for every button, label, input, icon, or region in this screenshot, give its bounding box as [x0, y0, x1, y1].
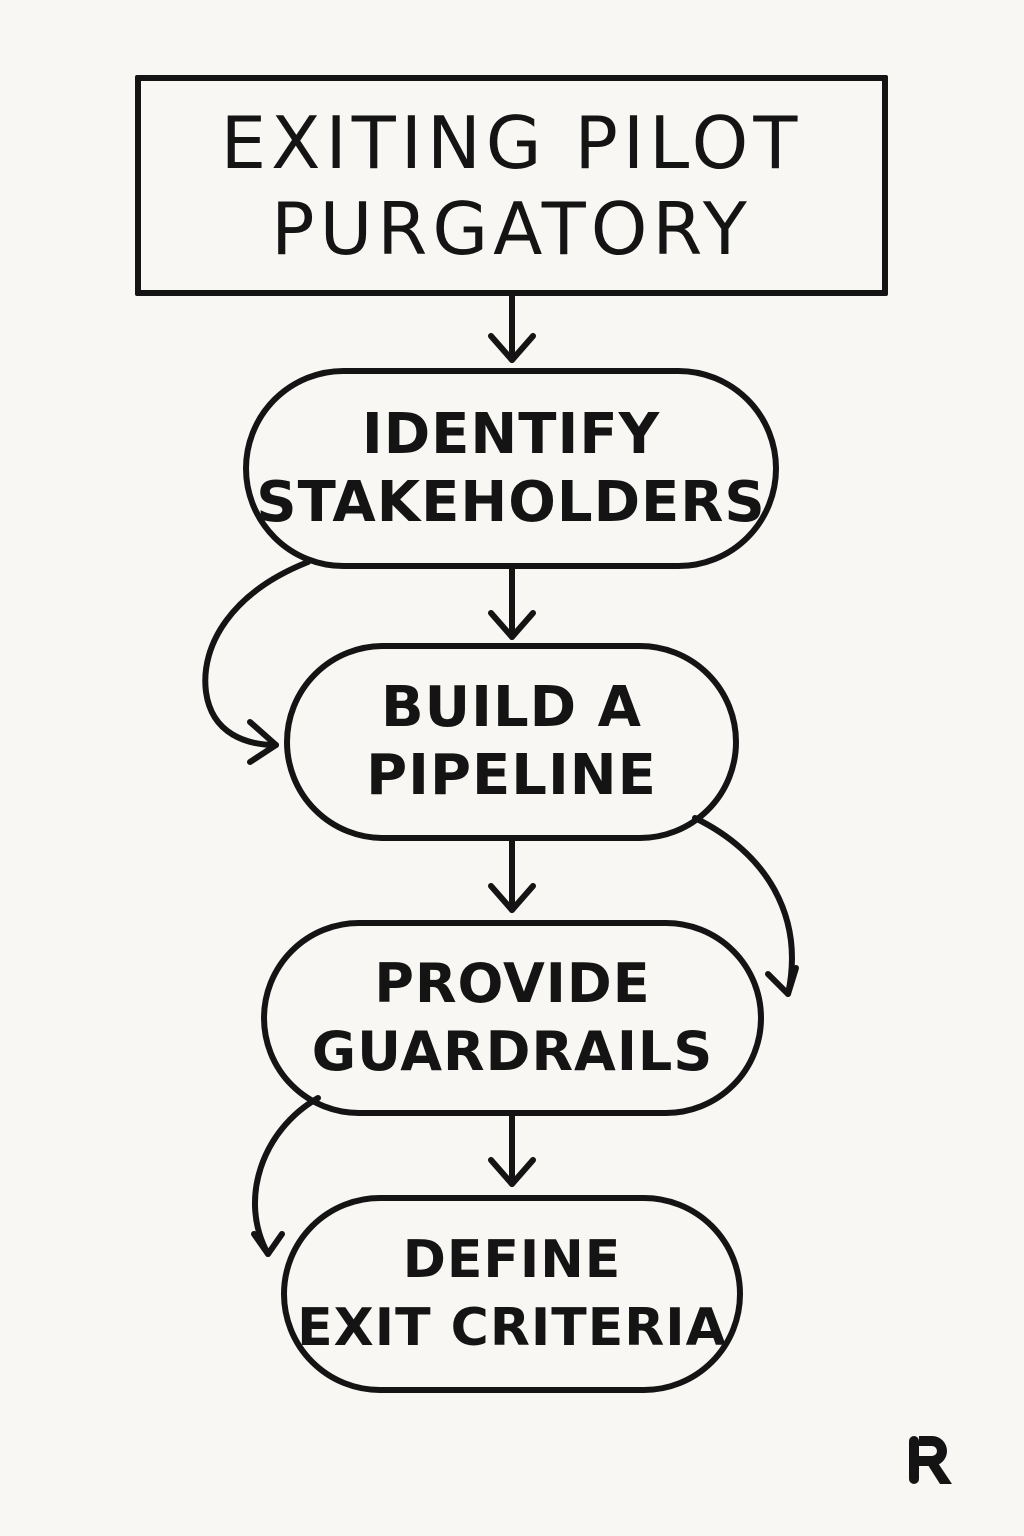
step-identify-stakeholders: IDENTIFY STAKEHOLDERS — [243, 368, 779, 569]
arrow-step-2-to-step-3 — [488, 838, 536, 913]
step-4-line-2: EXIT CRITERIA — [297, 1298, 727, 1358]
title-line-2: PURGATORY — [271, 186, 752, 271]
brand-logo-icon — [909, 1436, 952, 1484]
curved-arrow-step-3-to-step-4 — [251, 1095, 321, 1257]
arrow-title-to-step-1 — [488, 293, 536, 363]
curved-arrow-step-1-to-step-2 — [202, 559, 311, 765]
step-build-pipeline: BUILD A PIPELINE — [284, 643, 739, 841]
curved-arrow-step-2-to-step-3 — [692, 815, 799, 997]
step-3-line-1: PROVIDE — [374, 952, 651, 1015]
step-2-line-2: PIPELINE — [366, 743, 657, 808]
step-4-line-1: DEFINE — [402, 1230, 622, 1290]
step-3-line-2: GUARDRAILS — [311, 1020, 714, 1083]
arrow-step-1-to-step-2 — [488, 566, 536, 640]
step-1-line-2: STAKEHOLDERS — [256, 469, 766, 535]
step-1-line-1: IDENTIFY — [361, 401, 661, 467]
step-provide-guardrails: PROVIDE GUARDRAILS — [261, 920, 764, 1116]
step-2-line-1: BUILD A — [381, 675, 642, 740]
arrow-step-3-to-step-4 — [488, 1113, 536, 1187]
step-define-exit-criteria: DEFINE EXIT CRITERIA — [281, 1195, 743, 1393]
title-line-1: EXITING PILOT — [220, 100, 803, 185]
title-box: EXITING PILOT PURGATORY — [135, 75, 888, 296]
